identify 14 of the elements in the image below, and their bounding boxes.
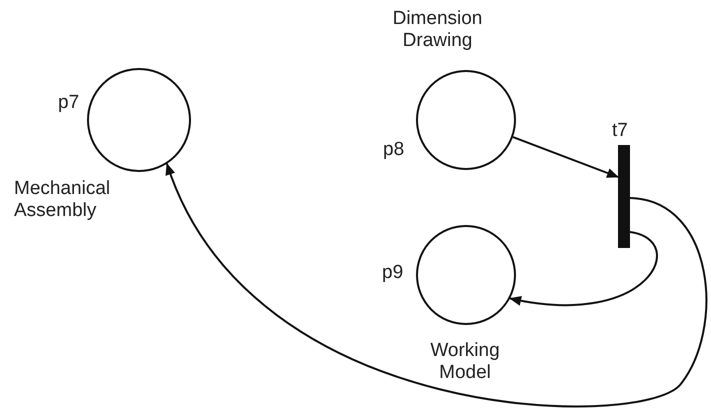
place-circle [87, 68, 191, 172]
place-label: Mechanical Assembly [14, 178, 112, 222]
place-label: p7 [58, 92, 80, 114]
arc-arrow [512, 136, 619, 178]
place-label: p8 [383, 139, 406, 161]
place-label: Working Model [429, 340, 501, 384]
arc-arrow [509, 231, 658, 306]
place-label: p9 [382, 262, 404, 284]
place-circle [416, 70, 516, 170]
place-circle [416, 225, 516, 325]
arc-arrow [166, 162, 708, 408]
place-label: t7 [612, 120, 629, 142]
transition-bar [618, 145, 630, 248]
place-label: Dimension Drawing [392, 8, 484, 52]
